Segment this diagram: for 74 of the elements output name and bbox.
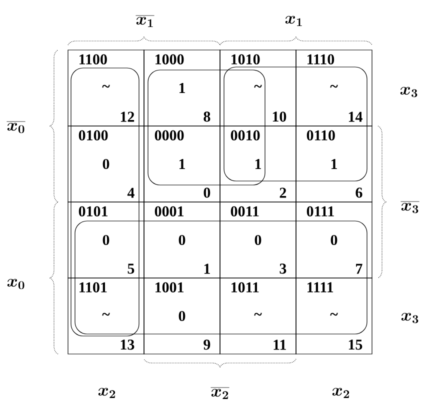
binary-code: 1001 — [156, 282, 184, 292]
variable-label: $x_2$ — [332, 388, 350, 398]
cell-index: 10 — [272, 112, 286, 122]
map-cell — [144, 202, 220, 278]
map-cell — [68, 50, 144, 126]
variable-label: $x_0$ — [7, 278, 24, 290]
cell-index: 9 — [204, 340, 210, 350]
cell-index: 11 — [274, 340, 286, 350]
variable-label: $\overline{x_1}$ — [136, 16, 154, 28]
binary-code: 0101 — [78, 206, 108, 216]
cell-value: 0 — [330, 234, 338, 246]
map-cell — [68, 278, 144, 354]
cell-value: 1 — [331, 159, 337, 169]
map-cell — [296, 278, 372, 354]
map-cell — [144, 278, 220, 354]
cell-index: 8 — [204, 112, 210, 122]
cell-value: ~ — [330, 84, 338, 88]
cell-value: 0 — [178, 234, 186, 246]
cell-value: 1 — [179, 159, 185, 169]
cell-value: 1 — [179, 83, 185, 93]
binary-code: 1110 — [308, 54, 334, 64]
cell-value: 0 — [254, 234, 262, 246]
map-cell — [296, 126, 372, 202]
cell-value: 1 — [255, 159, 261, 169]
cell-index: 15 — [348, 340, 362, 350]
map-cell — [296, 202, 372, 278]
binary-code: 1011 — [232, 282, 259, 292]
map-cell — [144, 50, 220, 126]
cell-index: 14 — [348, 112, 362, 122]
binary-code: 1101 — [80, 282, 107, 292]
map-cell — [144, 126, 220, 202]
variable-label: $x_1$ — [285, 16, 302, 26]
cell-index: 0 — [204, 188, 210, 198]
cell-index: 12 — [120, 112, 134, 122]
map-cell — [220, 278, 296, 354]
binary-code: 1100 — [80, 54, 107, 64]
binary-code: 0001 — [154, 206, 184, 216]
cell-index: 13 — [120, 340, 134, 350]
variable-label: $\overline{x_0}$ — [6, 122, 26, 134]
map-cell — [68, 126, 144, 202]
variable-label: $\overline{x_3}$ — [400, 202, 420, 214]
cell-value: 0 — [178, 310, 186, 322]
cell-value: ~ — [254, 312, 262, 316]
binary-code: 1111 — [308, 282, 334, 292]
map-cell — [220, 202, 296, 278]
binary-code: 1010 — [232, 54, 260, 64]
variable-label: $x_3$ — [400, 86, 418, 98]
cell-value: ~ — [102, 312, 110, 316]
binary-code: 0000 — [154, 130, 184, 140]
cell-index: 2 — [280, 188, 286, 198]
cell-index: 1 — [204, 264, 210, 274]
map-cell — [220, 126, 296, 202]
cell-value: ~ — [330, 312, 338, 316]
cell-index: 3 — [280, 264, 286, 274]
cell-value: 0 — [102, 234, 110, 246]
cell-value: 0 — [102, 158, 110, 170]
cell-index: 7 — [356, 264, 362, 274]
map-cell — [68, 202, 144, 278]
binary-code: 1000 — [156, 54, 184, 64]
binary-code: 0011 — [230, 206, 259, 216]
cell-index: 5 — [128, 264, 134, 274]
binary-code: 0100 — [78, 130, 108, 140]
map-cell — [296, 50, 372, 126]
cell-index: 4 — [127, 188, 134, 198]
cell-value: ~ — [102, 84, 110, 88]
cell-value: ~ — [254, 84, 262, 88]
binary-code: 0110 — [306, 130, 335, 140]
binary-code: 0010 — [230, 130, 260, 140]
cell-index: 6 — [356, 188, 362, 198]
variable-label: $x_2$ — [98, 388, 116, 398]
variable-label: $\overline{x_2}$ — [210, 388, 230, 400]
map-cell — [220, 50, 296, 126]
binary-code: 0111 — [306, 206, 334, 216]
variable-label: $x_3$ — [401, 312, 418, 324]
